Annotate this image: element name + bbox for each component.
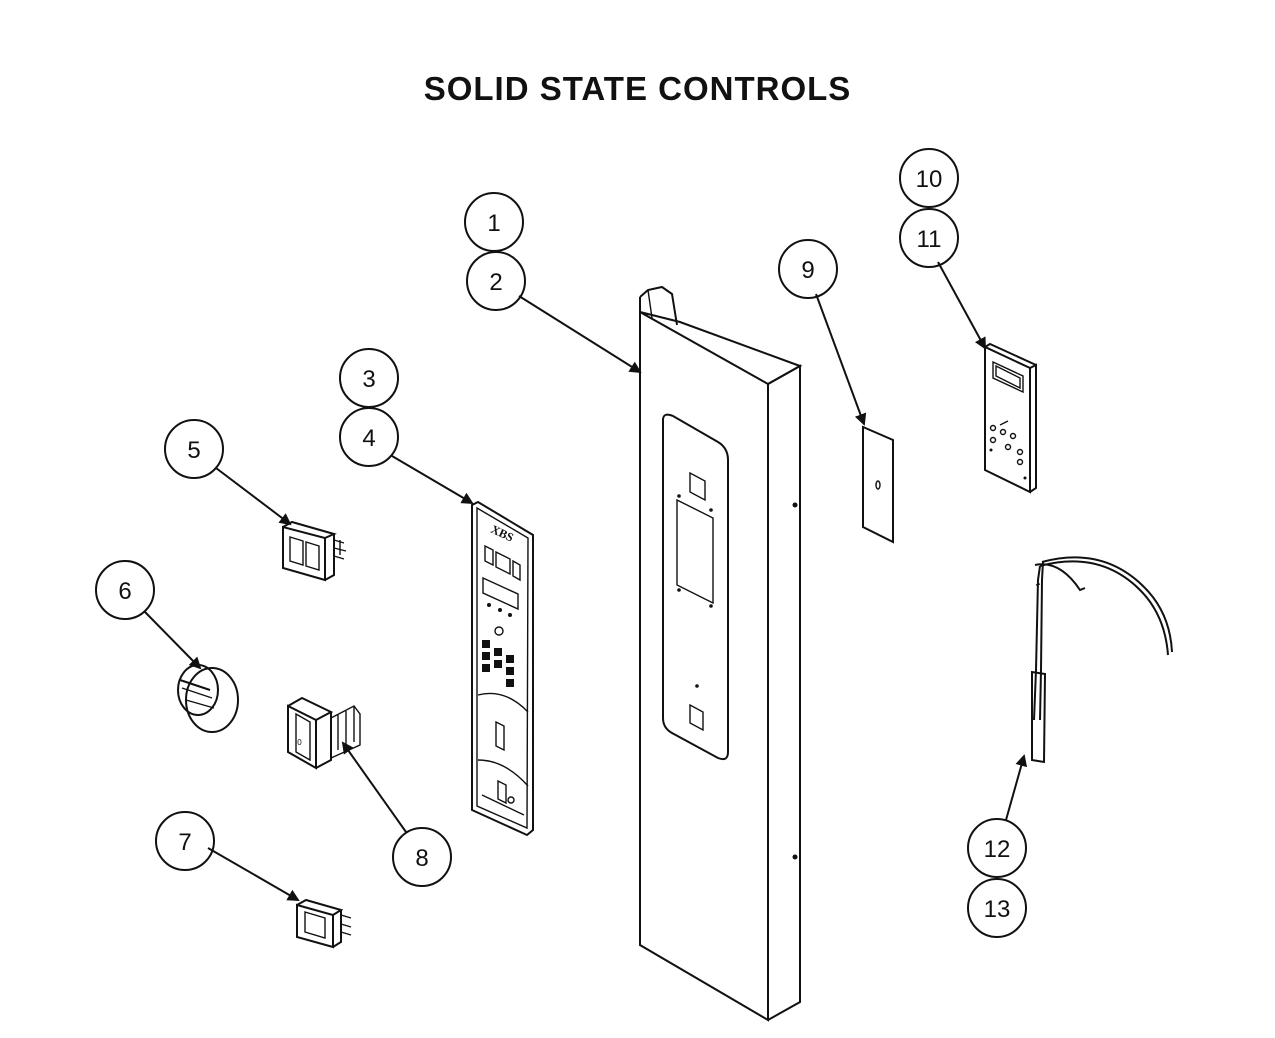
callout-5: 5	[164, 419, 224, 479]
svg-text:XBS: XBS	[489, 522, 516, 545]
control-panel-housing	[639, 285, 803, 1022]
insulator-plate	[862, 425, 894, 544]
callout-2-label: 2	[489, 269, 502, 296]
callout-9-label: 9	[801, 257, 814, 284]
callout-4: 4	[339, 407, 399, 467]
callout-10-label: 10	[916, 166, 943, 193]
callout-2: 2	[466, 251, 526, 311]
control-board	[984, 342, 1037, 494]
callout-7-label: 7	[178, 829, 191, 856]
leader-lines	[144, 261, 1028, 902]
control-panel-overlay: XBS	[471, 500, 534, 837]
callout-11-label: 11	[917, 226, 942, 253]
callout-11: 11	[899, 208, 959, 268]
callout-9: 9	[778, 239, 838, 299]
callout-4-label: 4	[362, 425, 375, 452]
temperature-probe	[1031, 556, 1173, 764]
callout-8-label: 8	[415, 845, 428, 872]
callout-3: 3	[339, 348, 399, 408]
callout-6: 6	[95, 560, 155, 620]
callout-13-label: 13	[984, 896, 1011, 923]
callout-6-label: 6	[118, 578, 131, 605]
callout-8: 8	[392, 827, 452, 887]
callout-1-label: 1	[487, 210, 500, 237]
callout-12: 12	[967, 818, 1027, 878]
callout-7: 7	[155, 811, 215, 871]
rocker-switch-single	[296, 898, 352, 949]
callout-5-label: 5	[187, 437, 200, 464]
rocker-switch-small	[282, 520, 347, 582]
rocker-switch-large: I0	[287, 696, 361, 770]
svg-text:I0: I0	[295, 738, 302, 747]
callout-12-label: 12	[984, 836, 1011, 863]
callout-10: 10	[899, 148, 959, 208]
callout-3-label: 3	[362, 366, 375, 393]
diagram-title: SOLID STATE CONTROLS	[423, 70, 852, 107]
callout-1: 1	[464, 192, 524, 252]
control-knob	[177, 664, 239, 733]
callout-13: 13	[967, 878, 1027, 938]
